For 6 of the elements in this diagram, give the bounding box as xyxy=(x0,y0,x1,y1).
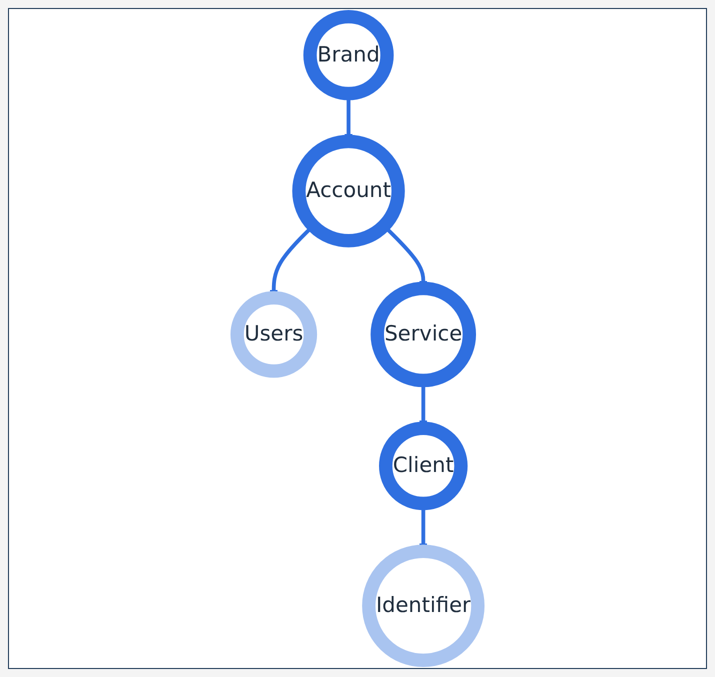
node-circle: Account xyxy=(292,134,405,248)
node-circle: Service xyxy=(370,282,476,388)
node-circle: Users xyxy=(230,291,318,378)
node-circle: Identifier xyxy=(362,544,485,668)
node-circle: Brand xyxy=(303,10,394,100)
node-circle: Client xyxy=(379,422,468,510)
